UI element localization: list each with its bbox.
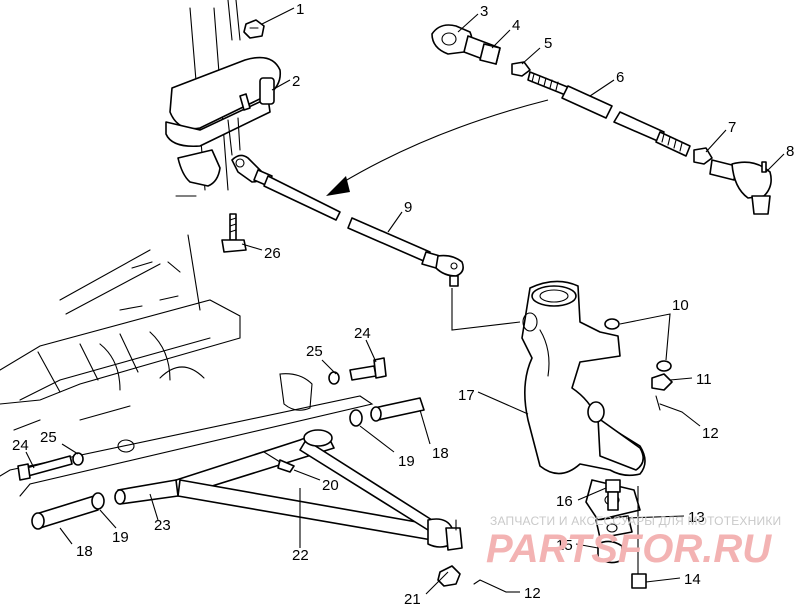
callout-17: 17	[458, 387, 475, 404]
callout-7: 7	[728, 119, 736, 136]
callout-4: 4	[512, 17, 520, 34]
callout-19-left: 19	[112, 529, 129, 546]
callout-25-left: 25	[40, 429, 57, 446]
callout-6: 6	[616, 69, 624, 86]
cotter-pin-part-12-lower	[473, 579, 507, 593]
washer-part-10	[604, 318, 672, 372]
callout-26: 26	[264, 245, 281, 262]
washer-part-19	[91, 409, 363, 510]
callout-2: 2	[292, 73, 300, 90]
callout-10: 10	[672, 297, 689, 314]
callout-9: 9	[404, 199, 412, 216]
callout-5: 5	[544, 35, 552, 52]
callout-3: 3	[480, 3, 488, 20]
pivot-bushing-part-18	[31, 397, 425, 530]
callout-11: 11	[696, 371, 712, 388]
assembly-arrow	[326, 99, 549, 196]
callout-1: 1	[296, 1, 304, 18]
nut-part-21	[437, 565, 461, 587]
nut-part-11	[651, 373, 673, 391]
leader-lines	[25, 7, 785, 595]
callout-12-lower: 12	[524, 585, 541, 602]
bolt-part-26	[221, 213, 247, 253]
grease-fitting-part-20	[263, 451, 295, 473]
callout-14: 14	[684, 571, 701, 588]
steering-column	[131, 0, 241, 311]
callout-18-left: 18	[76, 543, 93, 560]
watermark: ЗАПЧАСТИ И АКСЕССУАРЫ ДЛЯ МОТОТЕХНИКИ PA…	[486, 514, 781, 571]
bolt-part-24	[17, 357, 387, 481]
callout-24-left: 24	[12, 437, 29, 454]
bolt-part-16	[605, 479, 621, 511]
callout-labels: 1 2 3 4 5 6 7 8 9 10 11 12 12 13 14 15 1…	[12, 1, 794, 607]
cotter-pin-part-12	[655, 395, 683, 413]
watermark-logo: PARTSFOR.RU	[486, 527, 772, 571]
bolt-part-14	[631, 486, 647, 589]
callout-23: 23	[154, 517, 171, 534]
callout-15: 15	[556, 537, 573, 554]
callout-21: 21	[404, 591, 421, 607]
callout-22: 22	[292, 547, 309, 564]
callout-20: 20	[322, 477, 339, 494]
frame-bracket	[0, 249, 374, 497]
tie-rod-outer-assembly	[431, 24, 772, 215]
watermark-caption: ЗАПЧАСТИ И АКСЕССУАРЫ ДЛЯ МОТОТЕХНИКИ	[490, 514, 781, 528]
ball-joint-part-15	[595, 515, 633, 564]
callout-25-right: 25	[306, 343, 323, 360]
a-arm	[114, 429, 463, 551]
callout-13: 13	[688, 509, 705, 526]
callout-16: 16	[556, 493, 573, 510]
tie-rod-inner	[231, 154, 521, 331]
callout-18-right: 18	[432, 445, 449, 462]
callout-12-upper: 12	[702, 425, 719, 442]
steering-knuckle	[521, 280, 646, 521]
callout-24-right: 24	[354, 325, 371, 342]
nut-part-1	[243, 19, 265, 39]
callout-8: 8	[786, 143, 794, 160]
callout-19-right: 19	[398, 453, 415, 470]
pitman-arm	[165, 56, 282, 156]
